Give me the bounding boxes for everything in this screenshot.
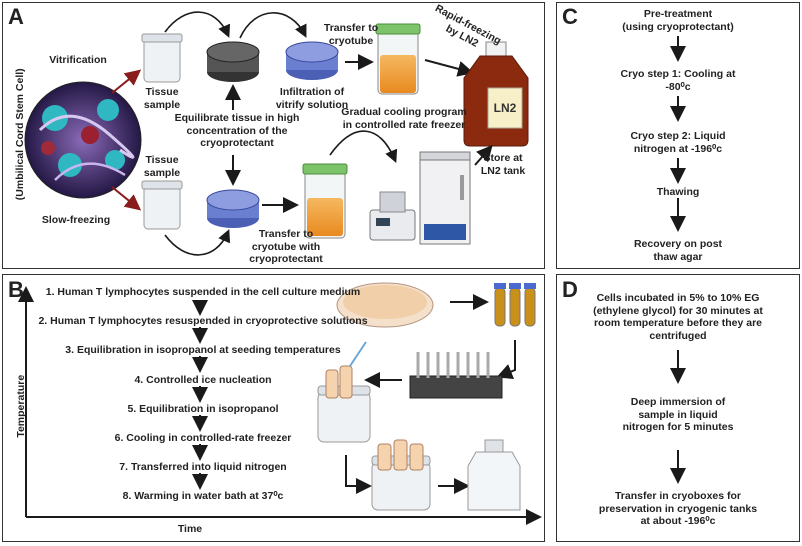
red-arrow-down <box>111 186 142 211</box>
tissue-jar-top-icon <box>141 33 183 83</box>
cryotube-bottom-icon <box>302 163 348 239</box>
freezer-icon <box>419 151 471 245</box>
dark-dish-icon <box>206 41 260 82</box>
equilibrate-label: Equilibrate tissue in high concentration… <box>174 112 300 149</box>
panel-b <box>2 274 545 542</box>
blue-dish-top-icon <box>285 41 339 80</box>
sample-bottle-icon <box>467 439 521 511</box>
d-step-2: Deep immersion of sample in liquid nitro… <box>622 396 734 433</box>
b-step-7: 7. Transferred into liquid nitrogen <box>119 461 287 473</box>
arrow-to-rack <box>496 340 516 379</box>
panel-d-label: D <box>562 277 578 302</box>
rate-controller-icon <box>369 191 416 241</box>
curve-arrow-1 <box>164 11 231 38</box>
vertical-label: (Umbilical Cord Stem Cell) <box>13 68 26 201</box>
c-step-3: Cryo step 2: Liquid nitrogen at -196⁰c <box>630 130 726 155</box>
jar-cryo-icon <box>371 439 431 511</box>
c-step-4: Thawing <box>656 186 700 198</box>
x-axis-label: Time <box>177 523 203 535</box>
c-step-1: Pre-treatment (using cryoprotectant) <box>622 8 734 33</box>
panel-c-label: C <box>562 4 578 29</box>
d-step-1: Cells incubated in 5% to 10% EG (ethylen… <box>593 292 763 342</box>
red-arrow-up <box>111 69 142 94</box>
c-step-2: Cryo step 1: Cooling at -80⁰c <box>620 68 736 93</box>
transfer-cryotube-label: Transfer to cryotube <box>323 22 379 47</box>
arrow-to-ln2 <box>424 59 474 77</box>
tissue-sample-top-label: Tissue sample <box>143 86 181 111</box>
arrow-to-jar2 <box>345 455 372 494</box>
curve-arrow-2 <box>239 12 307 39</box>
tube-rack-icon <box>409 352 503 399</box>
tissue-sample-bottom-label: Tissue sample <box>143 154 181 179</box>
b-step-1: 1. Human T lymphocytes suspended in the … <box>45 286 361 298</box>
panel-d <box>556 274 800 542</box>
panel-a-label: A <box>8 4 24 29</box>
b-step-4: 4. Controlled ice nucleation <box>134 374 272 386</box>
b-step-8: 8. Warming in water bath at 37⁰c <box>122 490 284 502</box>
curve-arrow-to-freezer <box>329 130 398 163</box>
stem-cell-image <box>24 81 142 199</box>
b-step-6: 6. Cooling in controlled-rate freezer <box>114 432 292 444</box>
culture-tubes-icon <box>494 283 536 327</box>
d-step-3: Transfer in cryoboxes for preservation i… <box>598 490 758 527</box>
y-axis-label: Temperature <box>14 374 27 438</box>
ln2-bottle-icon <box>463 41 529 147</box>
ln2-bottle-label: LN2 <box>494 101 517 115</box>
vitrification-label: Vitrification <box>49 54 107 66</box>
petri-dish-icon <box>336 282 434 328</box>
arrow-to-store <box>474 145 493 166</box>
tissue-jar-bottom-icon <box>141 180 183 230</box>
store-ln2-label: Store at LN2 tank <box>480 152 526 177</box>
transfer-cryotube-with-label: Transfer to cryotube with cryoprotectant <box>249 228 323 265</box>
jar-with-tubes-icon <box>317 341 371 443</box>
infiltration-label: Infiltration of vitrify solution <box>275 86 349 111</box>
blue-dish-bottom-icon <box>206 189 260 228</box>
b-step-3: 3. Equilibration in isopropanol at seedi… <box>65 344 341 356</box>
c-step-5: Recovery on post thaw agar <box>633 238 723 263</box>
b-step-2: 2. Human T lymphocytes resuspended in cr… <box>38 315 368 327</box>
b-step-5: 5. Equilibration in isopropanol <box>127 403 279 415</box>
gradual-cooling-label: Gradual cooling program in controlled ra… <box>341 106 467 131</box>
slow-freezing-label: Slow-freezing <box>41 214 111 226</box>
cryotube-top-icon <box>375 23 421 95</box>
curve-arrow-3 <box>164 229 231 256</box>
